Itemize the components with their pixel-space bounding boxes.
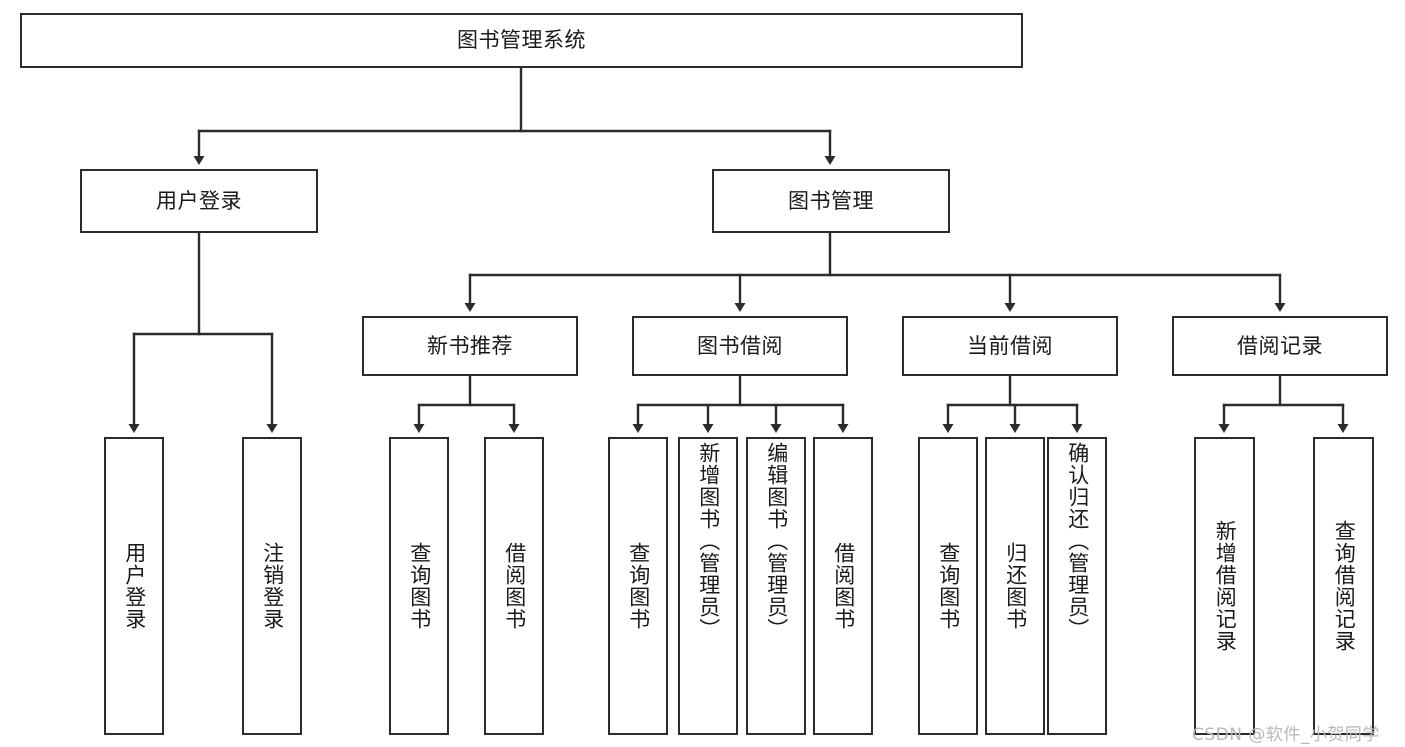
node-leaf-query-borrow-record[interactable]: 查询借阅记录	[1313, 437, 1374, 735]
leaf-inner: 借阅图书	[486, 439, 542, 733]
node-leaf-query-book-rec[interactable]: 查询图书	[389, 437, 449, 735]
node-new-book-rec[interactable]: 新书推荐	[362, 316, 578, 376]
node-root-label: 图书管理系统	[457, 28, 586, 53]
node-book-manage[interactable]: 图书管理	[712, 169, 950, 233]
node-borrow-record[interactable]: 借阅记录	[1172, 316, 1388, 376]
node-leaf-query-borrow-record-label: 查询借阅记录	[1332, 520, 1357, 652]
node-user-login-label: 用户登录	[156, 188, 242, 213]
leaf-inner: 用户登录	[106, 439, 162, 733]
node-leaf-query-book-rec-label: 查询图书	[407, 542, 432, 630]
leaf-inner: 注销登录	[244, 439, 300, 733]
node-leaf-add-book-admin[interactable]: 新增图书（管理员）	[678, 437, 738, 735]
node-user-login[interactable]: 用户登录	[80, 169, 318, 233]
node-leaf-confirm-return-admin-label: 确认归还（管理员）	[1065, 442, 1090, 640]
leaf-inner: 确认归还（管理员）	[1049, 436, 1105, 736]
node-book-manage-label: 图书管理	[788, 188, 874, 213]
node-leaf-borrow-book-label: 借阅图书	[831, 542, 856, 630]
node-leaf-query-book-current[interactable]: 查询图书	[918, 437, 978, 735]
node-leaf-edit-book-admin[interactable]: 编辑图书（管理员）	[746, 437, 806, 735]
watermark-text: CSDN @软件_小贺同学	[1192, 725, 1380, 745]
leaf-inner: 归还图书	[987, 439, 1043, 733]
leaf-inner: 查询图书	[610, 439, 666, 733]
node-borrow-record-label: 借阅记录	[1237, 333, 1323, 358]
node-leaf-edit-book-admin-label: 编辑图书（管理员）	[764, 442, 789, 640]
node-leaf-return-book-label: 归还图书	[1003, 542, 1028, 630]
leaf-inner: 新增图书（管理员）	[680, 436, 736, 736]
leaf-inner: 编辑图书（管理员）	[748, 436, 804, 736]
node-current-borrow-label: 当前借阅	[967, 333, 1053, 358]
node-book-borrow-label: 图书借阅	[697, 333, 783, 358]
leaf-inner: 借阅图书	[815, 439, 871, 733]
leaf-inner: 查询图书	[920, 439, 976, 733]
node-leaf-user-login[interactable]: 用户登录	[104, 437, 164, 735]
node-leaf-query-book-current-label: 查询图书	[936, 542, 961, 630]
leaf-inner: 新增借阅记录	[1196, 439, 1253, 733]
node-leaf-add-borrow-record-label: 新增借阅记录	[1213, 520, 1238, 652]
node-root[interactable]: 图书管理系统	[20, 13, 1023, 68]
node-leaf-add-borrow-record[interactable]: 新增借阅记录	[1194, 437, 1255, 735]
node-leaf-logout-label: 注销登录	[260, 542, 285, 630]
node-leaf-borrow-book[interactable]: 借阅图书	[813, 437, 873, 735]
node-leaf-query-book-borrow-label: 查询图书	[626, 542, 651, 630]
node-leaf-confirm-return-admin[interactable]: 确认归还（管理员）	[1047, 437, 1107, 735]
node-current-borrow[interactable]: 当前借阅	[902, 316, 1118, 376]
node-leaf-add-book-admin-label: 新增图书（管理员）	[696, 442, 721, 640]
node-leaf-logout[interactable]: 注销登录	[242, 437, 302, 735]
node-leaf-borrow-book-rec[interactable]: 借阅图书	[484, 437, 544, 735]
node-new-book-rec-label: 新书推荐	[427, 333, 513, 358]
node-leaf-borrow-book-rec-label: 借阅图书	[502, 542, 527, 630]
leaf-inner: 查询借阅记录	[1315, 439, 1372, 733]
leaf-inner: 查询图书	[391, 439, 447, 733]
node-leaf-user-login-label: 用户登录	[122, 542, 147, 630]
node-leaf-query-book-borrow[interactable]: 查询图书	[608, 437, 668, 735]
node-book-borrow[interactable]: 图书借阅	[632, 316, 848, 376]
node-leaf-return-book[interactable]: 归还图书	[985, 437, 1045, 735]
